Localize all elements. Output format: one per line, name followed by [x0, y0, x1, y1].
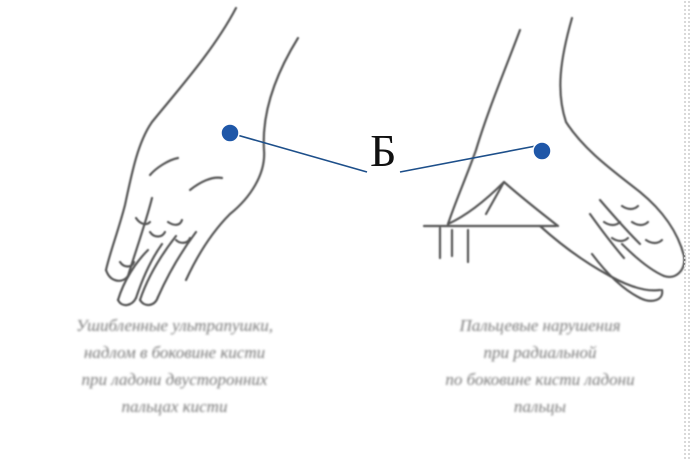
marker-callouts: [220, 123, 552, 173]
edge-dot-pattern: [683, 0, 691, 461]
marker-label: Б: [370, 125, 397, 176]
left-hand-drawing: [104, 6, 300, 307]
caption-right: Пальцевые нарушения при радиальной по бо…: [445, 316, 635, 416]
marker-dot-right: [532, 141, 552, 161]
caption-left: Ушибленные ультрапушки, надлом в боковин…: [75, 316, 274, 416]
marker-dot-left: [220, 123, 240, 143]
leader-line-left: [229, 132, 368, 173]
right-hand-drawing: [422, 16, 686, 302]
leader-line-right: [399, 144, 542, 173]
